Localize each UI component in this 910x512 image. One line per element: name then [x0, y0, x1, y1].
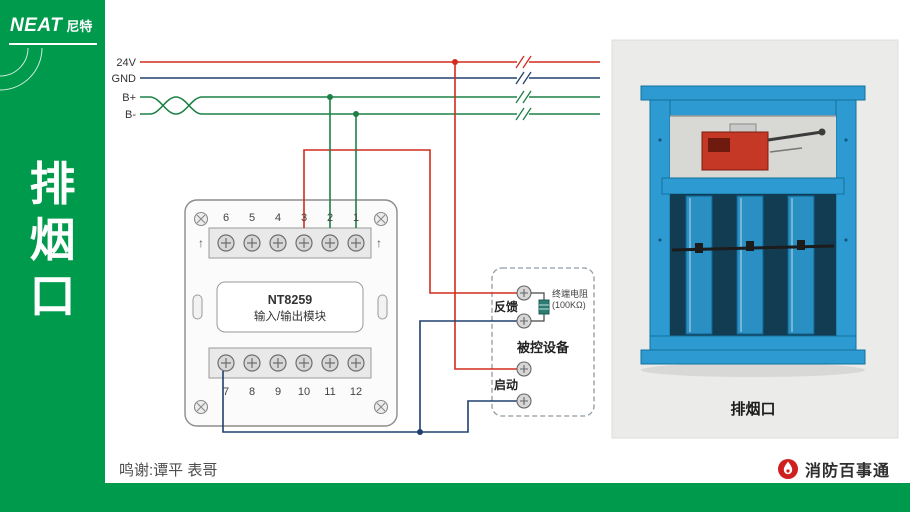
wire-bminus: [140, 96, 600, 115]
junction-dot: [417, 429, 423, 435]
controlled-device-box: [491, 267, 595, 417]
junction-dot: [327, 94, 333, 100]
brand-name: NEAT: [10, 15, 63, 36]
label-gnd: GND: [112, 73, 137, 85]
credit-strip: 鸣谢:谭平 表哥 消防百事通: [105, 455, 910, 483]
bottom-terminal-strip: [208, 347, 372, 379]
left-slot: [192, 294, 203, 320]
photo-caption: 排烟口: [730, 400, 775, 418]
eol-resistor-label: 终端电阻: [552, 288, 588, 299]
label-bminus: B-: [125, 109, 136, 121]
module-name: 输入/输出模块: [254, 309, 327, 323]
terminal-number: 6: [223, 212, 229, 224]
brand-sidebar: NEAT 尼特 排 烟 口: [0, 0, 105, 483]
bottom-green-bar: [0, 483, 910, 512]
flame-icon: [777, 459, 798, 479]
eol-resistor-icon: [531, 292, 550, 322]
right-slot: [377, 294, 388, 320]
title-char: 排: [29, 158, 76, 210]
terminal-number: 3: [301, 212, 307, 224]
page-title: 排 烟 口: [0, 156, 105, 324]
wiring: 24V GND B+ B-: [112, 55, 600, 435]
controlled-device-title: 被控设备: [516, 340, 570, 355]
up-arrow-icon: ↑: [198, 236, 204, 250]
eol-resistor-value: (100KΩ): [552, 300, 586, 310]
wire-bplus: [140, 96, 600, 115]
publisher-logo: 消防百事通: [777, 457, 890, 481]
credit-text: 鸣谢:谭平 表哥: [119, 461, 218, 479]
controlled-device: 反馈 终端电阻 (100KΩ) 被控设备 启动: [494, 285, 588, 409]
label-24v: 24V: [116, 57, 136, 69]
title-char: 口: [29, 270, 76, 322]
corner-screw-icon: [193, 211, 389, 415]
wire-feedback-return: [419, 320, 517, 432]
terminal-number: 12: [350, 386, 362, 398]
brand-logo: NEAT 尼特: [10, 15, 92, 37]
title-char: 烟: [29, 214, 76, 266]
module-model: NT8259: [268, 293, 313, 307]
publisher-name: 消防百事通: [804, 463, 890, 480]
up-arrow-icon: ↑: [376, 236, 382, 250]
terminal-number: 5: [249, 212, 255, 224]
terminal-number: 11: [324, 386, 335, 398]
product-photo: 排烟口: [611, 39, 899, 439]
start-label: 启动: [494, 377, 518, 392]
terminal-numbers: 6 5 4 3 2 1 7 8 9 10 11 12: [223, 212, 362, 398]
feedback-label: 反馈: [494, 299, 518, 314]
junction-dot: [452, 59, 458, 65]
label-bplus: B+: [122, 92, 136, 104]
wire-terminal3-to-feedback: [303, 149, 517, 294]
device-screws: [516, 285, 532, 409]
wire-24v-to-start: [454, 62, 517, 370]
terminal-number: 7: [223, 386, 229, 398]
junction-dot: [353, 111, 359, 117]
wire-break-icon: [515, 55, 532, 121]
wiring-diagram: ↑ ↑ NT8259 输入/输出模块 24V GND B+ B-: [112, 39, 899, 439]
terminal-number: 2: [327, 212, 333, 224]
top-terminal-strip: [208, 227, 372, 259]
brand-name-cn: 尼特: [66, 19, 93, 34]
terminal-number: 10: [298, 386, 310, 398]
top-terminal-screws: [217, 234, 365, 252]
module-nameplate: [216, 281, 364, 333]
logo-underline: [9, 43, 97, 45]
terminal-number: 4: [275, 212, 281, 224]
bottom-terminal-screws: [217, 354, 365, 372]
wire-terminal7-to-start: [222, 371, 517, 433]
terminal-number: 9: [275, 386, 281, 398]
terminal-number: 8: [249, 386, 255, 398]
terminal-number: 1: [353, 212, 359, 224]
decorative-arcs-icon: [0, 47, 43, 91]
io-module: ↑ ↑ NT8259 输入/输出模块: [184, 199, 398, 427]
